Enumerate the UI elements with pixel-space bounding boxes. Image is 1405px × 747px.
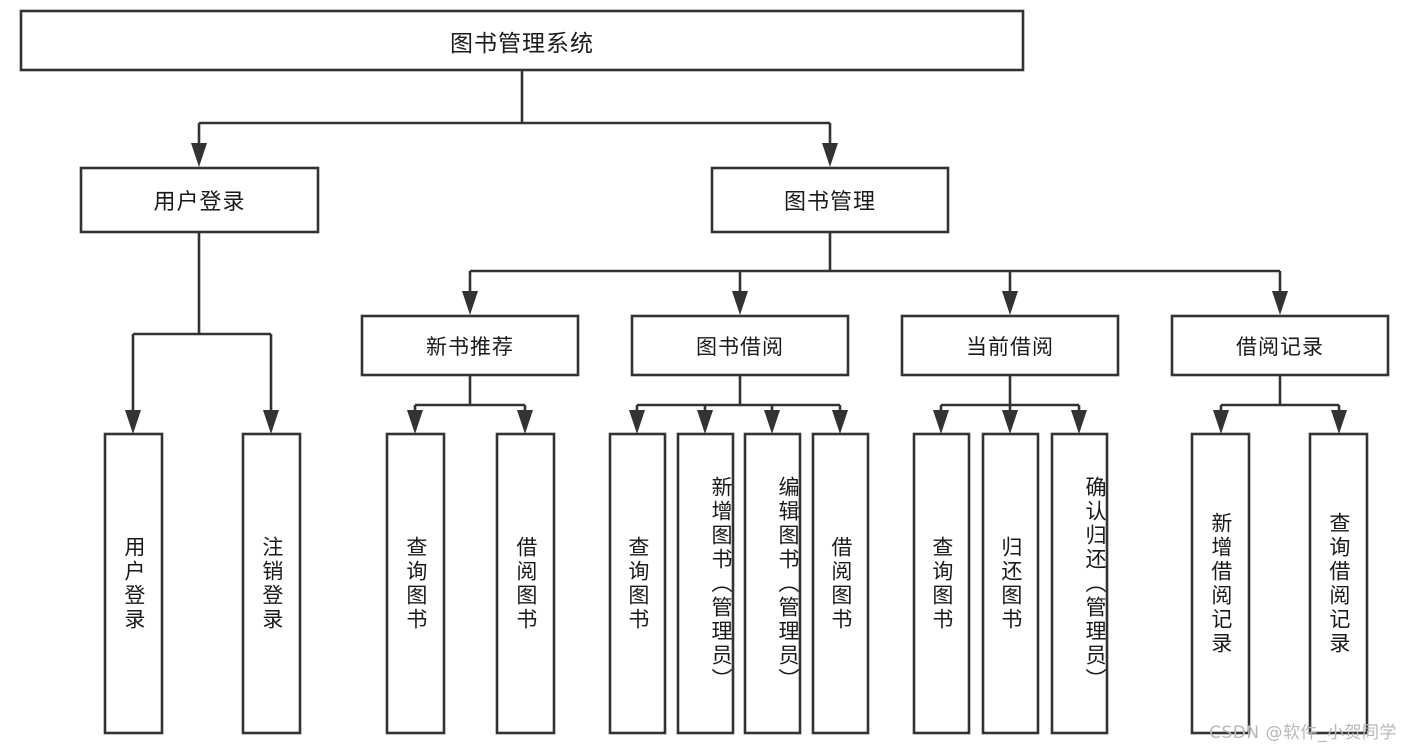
node-box-current-borrow[interactable] bbox=[900, 314, 1120, 377]
connector-borrow-record-to-leaves bbox=[1219, 375, 1341, 412]
node-box-borrow-record[interactable] bbox=[1170, 314, 1390, 377]
leaf-box-user-login-login[interactable] bbox=[103, 432, 164, 735]
leaf-box-br-add-record[interactable] bbox=[1190, 432, 1251, 735]
arrow-head-cb-leaf-2 bbox=[1002, 410, 1018, 434]
leaf-box-br-query-record[interactable] bbox=[1308, 432, 1369, 735]
arrow-head-cb-leaf-1 bbox=[933, 410, 949, 434]
leaf-box-cb-confirm-return[interactable] bbox=[1050, 432, 1109, 735]
connector-new-book-rec-to-leaves bbox=[413, 375, 527, 412]
connector-book-borrow-to-leaves bbox=[635, 375, 842, 412]
leaf-box-cb-return-book[interactable] bbox=[981, 432, 1040, 735]
node-box-user-login[interactable] bbox=[79, 166, 320, 234]
arrow-head-nbr-leaf-1 bbox=[407, 410, 423, 434]
arrow-head-new-book-rec bbox=[462, 291, 478, 315]
arrow-head-cb-leaf-3 bbox=[1071, 410, 1087, 434]
arrow-head-bb-leaf-3 bbox=[764, 410, 780, 434]
leaf-box-cb-query-book[interactable] bbox=[912, 432, 971, 735]
connector-current-borrow-to-leaves bbox=[939, 375, 1081, 412]
arrow-head-br-leaf-1 bbox=[1213, 410, 1229, 434]
leaf-box-bb-edit-book[interactable] bbox=[743, 432, 802, 735]
arrow-head-book-mgmt bbox=[822, 143, 838, 167]
arrow-head-leaf-user-login bbox=[125, 410, 141, 434]
arrow-head-bb-leaf-2 bbox=[697, 410, 713, 434]
node-box-book-management[interactable] bbox=[710, 166, 950, 234]
connector-root-to-level2 bbox=[197, 70, 832, 143]
connector-book-mgmt-to-level3 bbox=[468, 232, 1282, 291]
leaf-box-nbr-borrow-book[interactable] bbox=[495, 432, 556, 735]
connector-user-login-to-leaves bbox=[131, 232, 273, 410]
arrow-head-nbr-leaf-2 bbox=[517, 410, 533, 434]
leaf-box-nbr-query-book[interactable] bbox=[385, 432, 446, 735]
arrow-head-leaf-logout bbox=[263, 410, 279, 434]
arrow-head-bb-leaf-4 bbox=[832, 410, 848, 434]
arrow-head-user-login bbox=[191, 143, 207, 167]
arrow-head-borrow-record bbox=[1272, 291, 1288, 315]
node-box-new-book-recommend[interactable] bbox=[360, 314, 580, 377]
arrow-head-br-leaf-2 bbox=[1331, 410, 1347, 434]
node-box-root[interactable] bbox=[19, 9, 1025, 72]
leaf-box-bb-borrow-book[interactable] bbox=[811, 432, 870, 735]
leaf-box-bb-add-book[interactable] bbox=[676, 432, 735, 735]
arrow-head-bb-leaf-1 bbox=[629, 410, 645, 434]
arrow-head-current-borrow bbox=[1002, 291, 1018, 315]
leaf-box-bb-query-book[interactable] bbox=[608, 432, 667, 735]
arrow-head-book-borrow bbox=[732, 291, 748, 315]
node-box-book-borrow[interactable] bbox=[630, 314, 850, 377]
leaf-box-user-login-logout[interactable] bbox=[241, 432, 302, 735]
